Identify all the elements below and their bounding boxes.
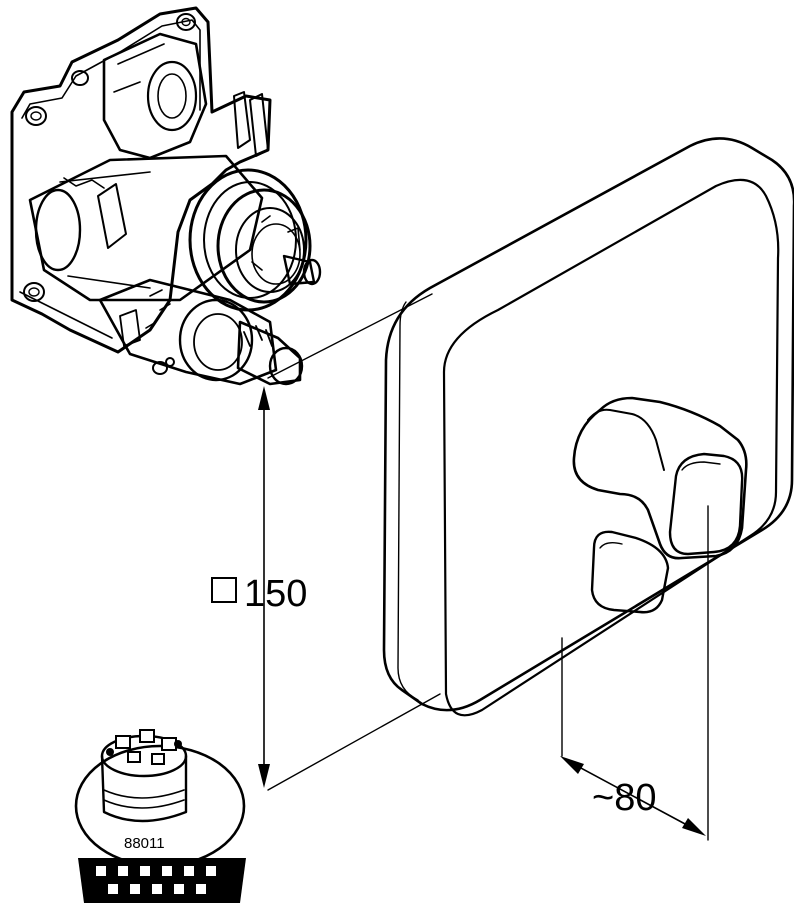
- mounting-hole: [23, 282, 45, 302]
- arrow-head-left: [560, 756, 584, 774]
- mounting-hole: [176, 13, 196, 31]
- depth-dimension-label: ~80: [592, 777, 656, 819]
- size-dimension-label: 150: [244, 573, 307, 615]
- square-size-icon: [211, 577, 237, 603]
- arrow-head-up: [258, 386, 270, 410]
- trim-plate: [382, 137, 794, 717]
- arrow-head-right: [682, 818, 706, 836]
- rough-in-valve-body: [10, 6, 322, 386]
- dimension-height: [258, 293, 441, 791]
- cartridge-part-number: 88011: [124, 835, 165, 852]
- control-handle: [572, 396, 748, 614]
- cartridge-detail: [74, 729, 246, 903]
- cartridge-base: [78, 858, 246, 903]
- dimension-depth: [560, 505, 709, 841]
- mounting-hole: [25, 106, 47, 126]
- arrow-head-down: [258, 764, 270, 788]
